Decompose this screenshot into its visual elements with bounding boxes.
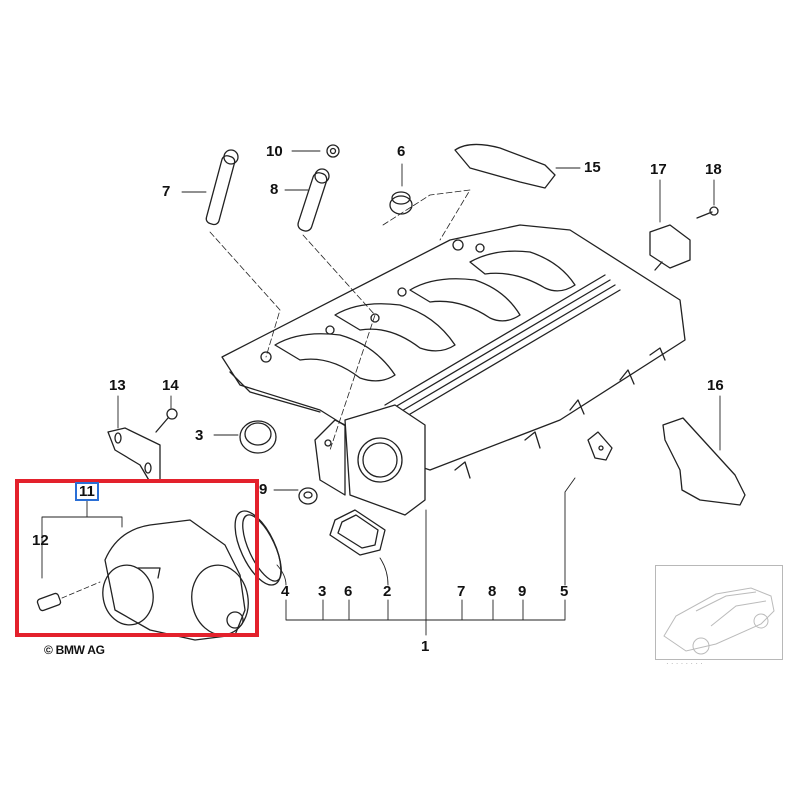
part-9-nut — [298, 487, 318, 505]
callout-6[interactable]: 6 — [397, 143, 406, 160]
part-8-stud — [297, 168, 330, 232]
callout-15[interactable]: 15 — [584, 159, 601, 176]
bottom-label-3[interactable]: 3 — [318, 583, 327, 600]
bottom-label-8[interactable]: 8 — [488, 583, 497, 600]
part-13-bracket — [107, 427, 161, 483]
vehicle-locator-thumbnail[interactable] — [655, 565, 783, 660]
part-17-sensor — [649, 224, 691, 271]
bottom-label-7[interactable]: 7 — [457, 583, 466, 600]
callout-9[interactable]: 9 — [259, 481, 268, 498]
bottom-label-5[interactable]: 5 — [560, 583, 569, 600]
copyright-text: © BMW AG — [44, 643, 105, 657]
part-16-trim — [662, 417, 746, 506]
part-3-seal — [239, 420, 277, 454]
bottom-label-2[interactable]: 2 — [383, 583, 392, 600]
callout-16[interactable]: 16 — [707, 377, 724, 394]
callout-7[interactable]: 7 — [162, 183, 171, 200]
part-6-grommet — [389, 191, 413, 215]
callout-17[interactable]: 17 — [650, 161, 667, 178]
callout-12[interactable]: 12 — [32, 532, 49, 549]
part-15-cover — [454, 143, 556, 189]
bottom-label-9[interactable]: 9 — [518, 583, 527, 600]
callout-11-selected[interactable]: 11 — [75, 482, 99, 501]
callout-3[interactable]: 3 — [195, 427, 204, 444]
callout-13[interactable]: 13 — [109, 377, 126, 394]
part-11-throttle-body — [102, 519, 249, 641]
car-outline-icon — [663, 587, 775, 655]
part-2-gasket — [329, 509, 386, 556]
callout-10[interactable]: 10 — [266, 143, 283, 160]
part-12-screw — [36, 581, 101, 612]
part-18-screw — [696, 206, 719, 219]
bottom-label-4[interactable]: 4 — [281, 583, 290, 600]
part-10-nut — [326, 144, 340, 158]
part-14-screw — [155, 408, 178, 433]
part-5-clip — [587, 431, 613, 461]
callout-18[interactable]: 18 — [705, 161, 722, 178]
bottom-label-6[interactable]: 6 — [344, 583, 353, 600]
thumbnail-code: · · · · · · · · — [666, 659, 703, 668]
callout-8[interactable]: 8 — [270, 181, 279, 198]
part-7-bolt — [205, 149, 239, 226]
assembly-label-1[interactable]: 1 — [421, 638, 430, 655]
part-4-ring-seal — [234, 510, 282, 586]
intake-manifold — [221, 224, 686, 516]
callout-14[interactable]: 14 — [162, 377, 179, 394]
